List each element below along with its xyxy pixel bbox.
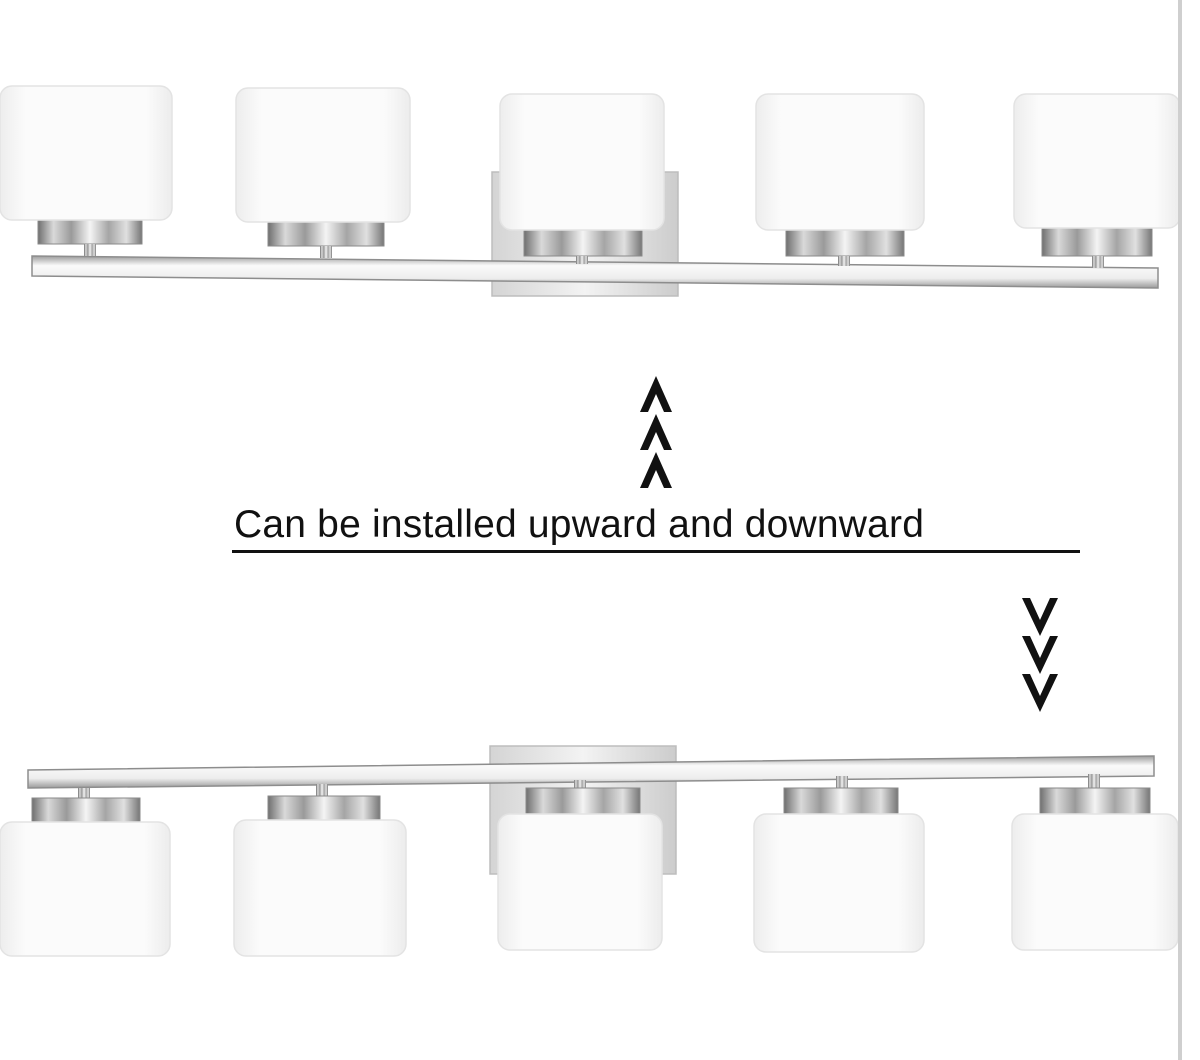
caption-underline: [232, 550, 1080, 553]
glass-shade: [1013, 93, 1181, 229]
glass-shade: [755, 93, 925, 231]
chevron-up-icon: [640, 414, 672, 450]
glass-shade: [0, 85, 173, 221]
chrome-collar: [525, 787, 641, 819]
light-1: [0, 788, 171, 957]
light-4: [753, 776, 925, 953]
stem: [1092, 256, 1104, 268]
chrome-collar: [785, 225, 905, 257]
glass-shade: [753, 813, 925, 953]
upward-arrows: [640, 376, 672, 488]
installation-caption: Can be installed upward and downward: [234, 503, 925, 546]
stem: [836, 776, 848, 788]
light-5: [1013, 93, 1181, 268]
glass-shade: [0, 821, 171, 957]
light-3: [497, 780, 663, 951]
chevron-down-icon: [1022, 598, 1058, 636]
chevron-up-icon: [640, 452, 672, 488]
image-frame-edge: [1178, 0, 1182, 1060]
stem: [84, 244, 96, 256]
stem: [1088, 774, 1100, 788]
light-2: [235, 87, 411, 258]
glass-shade: [1011, 813, 1179, 951]
stem: [838, 256, 850, 266]
mounting-bar: [31, 255, 1159, 289]
downward-arrows: [1022, 598, 1058, 712]
chevron-up-icon: [640, 376, 672, 412]
chrome-collar: [1041, 225, 1153, 257]
light-3: [499, 93, 665, 264]
chevron-down-icon: [1022, 674, 1058, 712]
light-4: [755, 93, 925, 266]
stem: [320, 246, 332, 258]
chrome-collar: [1039, 787, 1151, 817]
mounting-bar: [27, 755, 1155, 789]
stem: [78, 788, 90, 800]
glass-shade: [235, 87, 411, 223]
light-5: [1011, 774, 1179, 951]
light-1: [0, 85, 173, 256]
vanity-fixture-downward: [0, 745, 1179, 957]
chrome-collar: [783, 787, 899, 817]
light-2: [233, 784, 407, 957]
glass-shade: [497, 813, 663, 951]
stem: [574, 780, 586, 790]
chevron-down-icon: [1022, 636, 1058, 674]
glass-shade: [233, 819, 407, 957]
vanity-fixture-upward: [0, 85, 1181, 297]
stem: [576, 256, 588, 264]
glass-shade: [499, 93, 665, 231]
stem: [316, 784, 328, 798]
